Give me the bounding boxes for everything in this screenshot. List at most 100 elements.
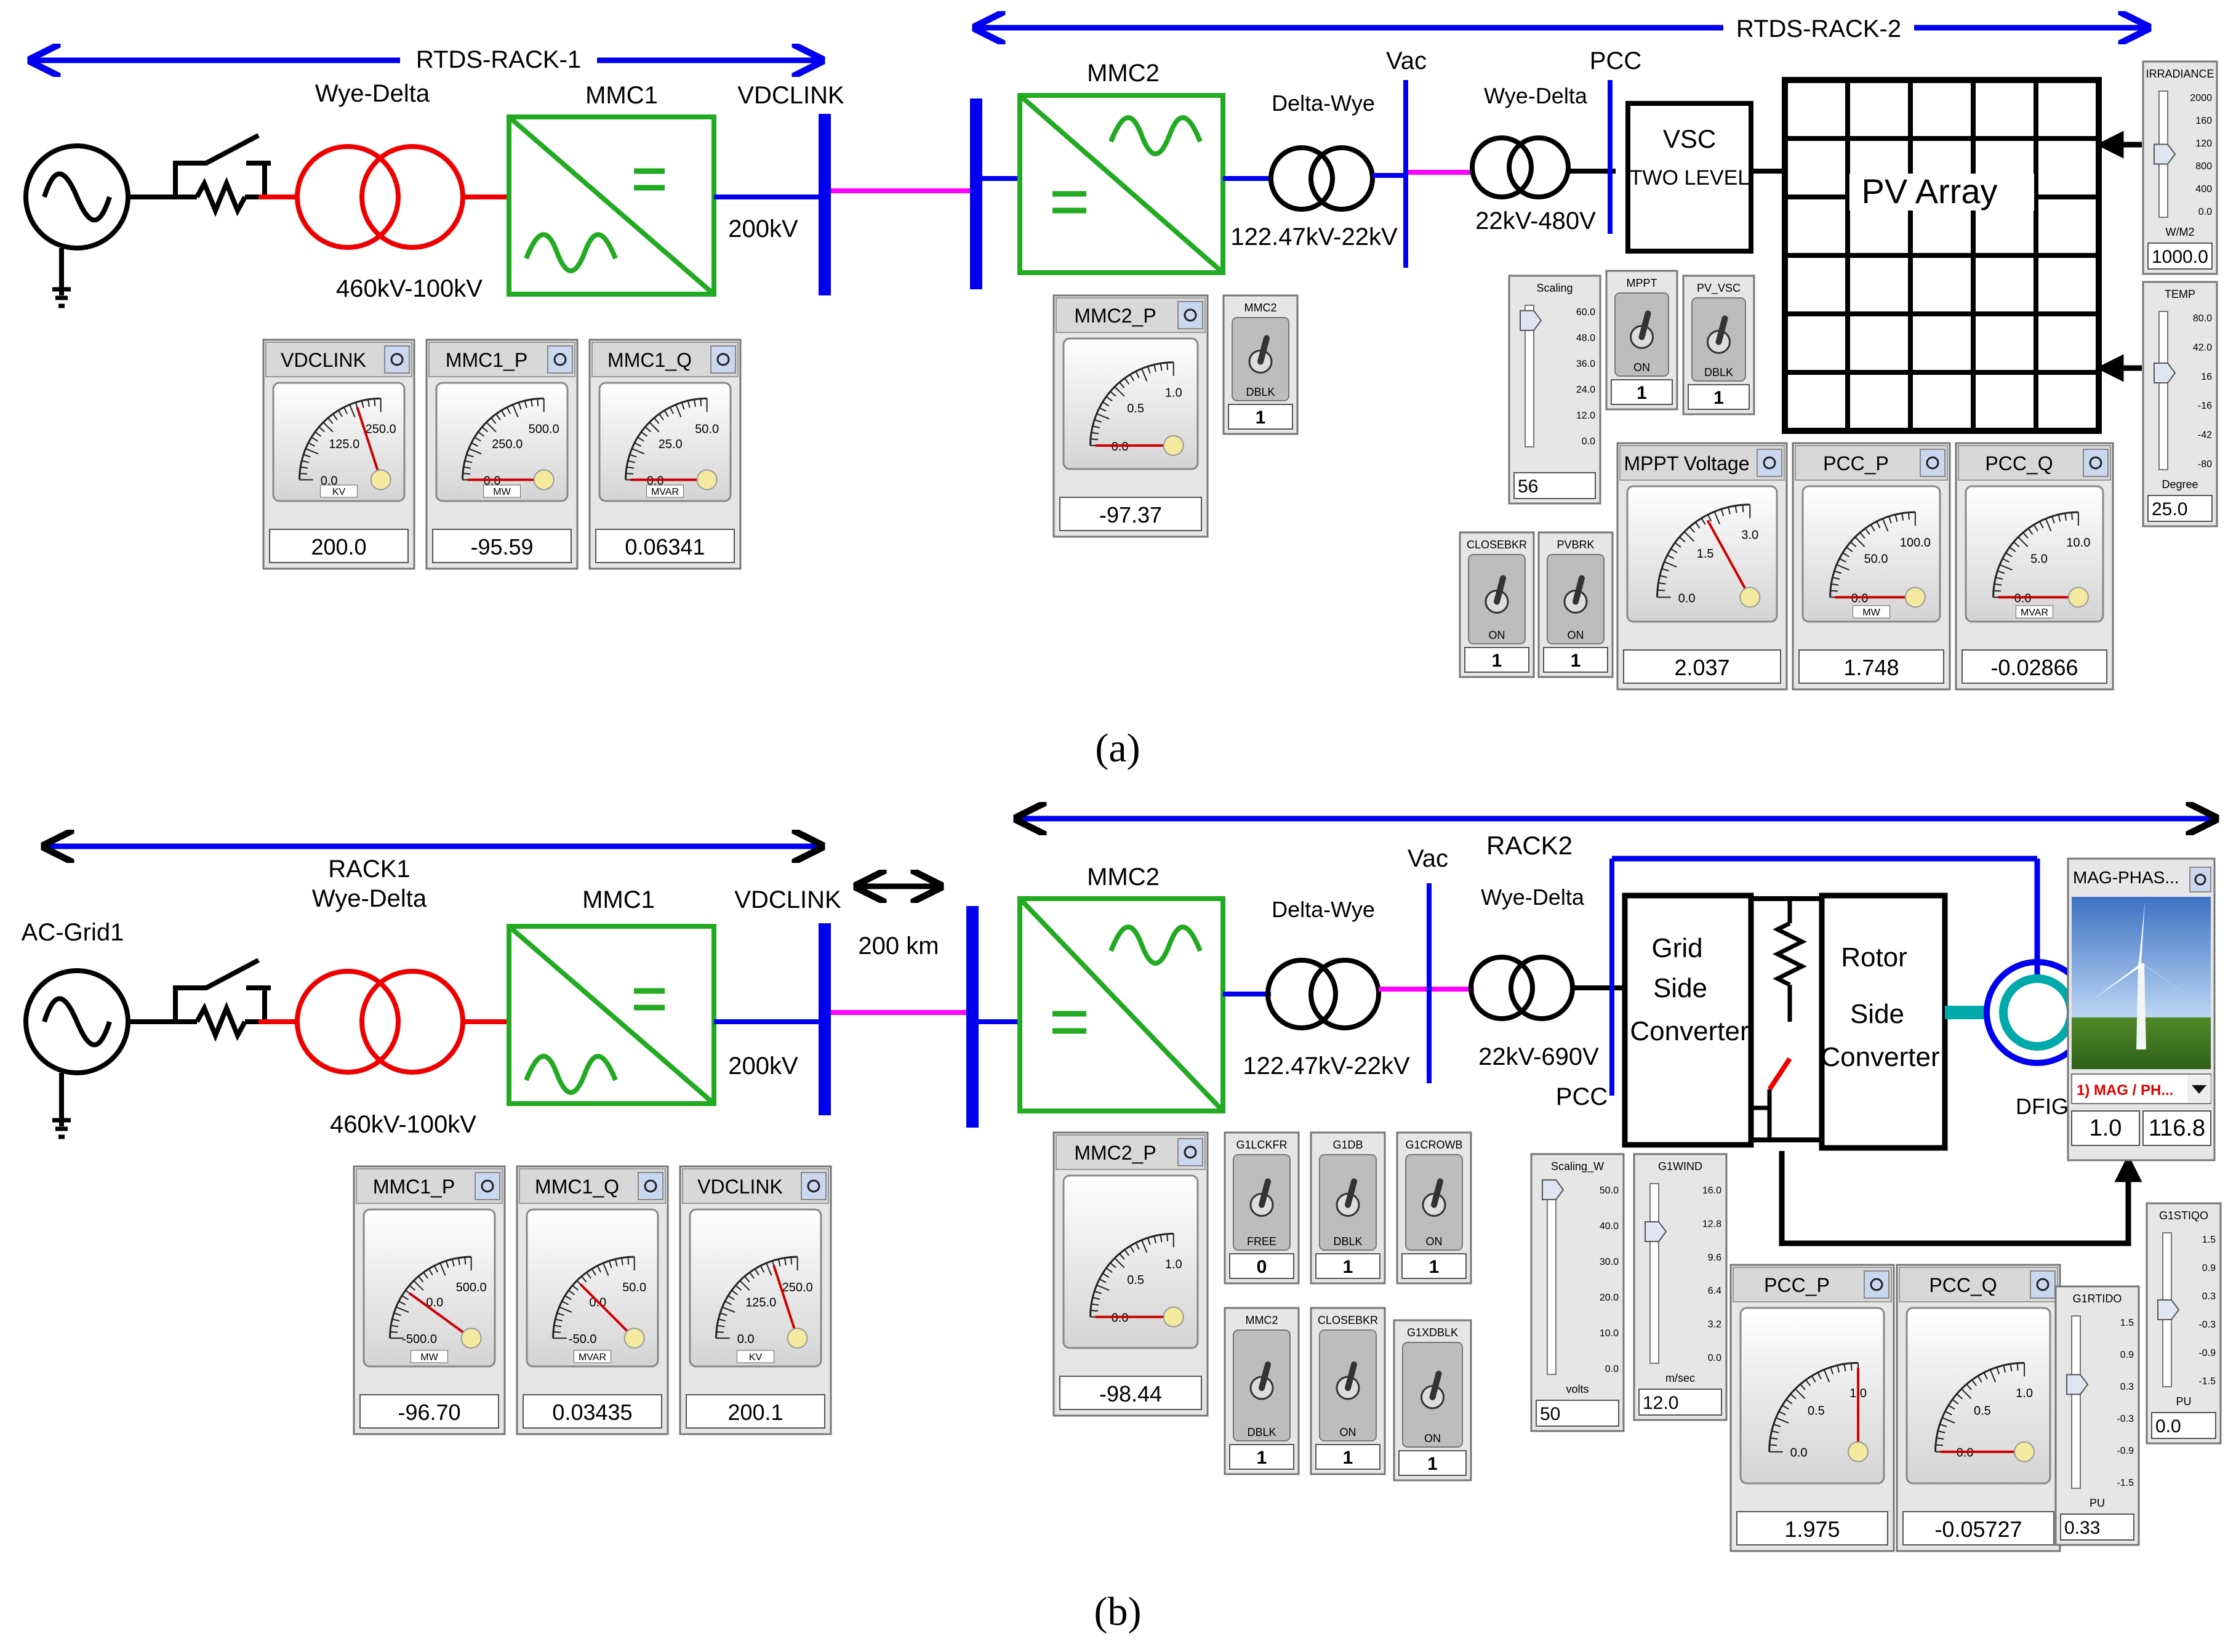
meter-widget[interactable]: MMC2_P0.00.51.0-98.44 xyxy=(1052,1131,1209,1417)
meter-tick-label: -50.0 xyxy=(569,1333,597,1346)
slider-track xyxy=(2158,311,2168,470)
meter-menu-button[interactable] xyxy=(1177,301,1203,329)
meter-tick xyxy=(1160,1234,1163,1243)
meter-tick xyxy=(1939,1424,1947,1427)
meter-tick xyxy=(1864,527,1870,535)
switch-lever[interactable] xyxy=(1573,575,1585,605)
switch-lever[interactable] xyxy=(1345,1178,1357,1208)
switch-lever[interactable] xyxy=(1431,1178,1443,1208)
mag-menu-button[interactable] xyxy=(2189,867,2211,892)
meter-tick xyxy=(1129,1245,1135,1253)
meter-value: 2.037 xyxy=(1674,655,1729,680)
slider-thumb[interactable] xyxy=(2157,1299,2180,1320)
menu-circle-icon xyxy=(644,1179,657,1193)
meter-menu-button[interactable] xyxy=(638,1172,663,1200)
meter-tick xyxy=(1830,1367,1834,1375)
meter-unit-box xyxy=(483,484,521,498)
meter-tick xyxy=(409,1285,416,1291)
slider-thumb[interactable] xyxy=(2066,1374,2089,1395)
meter-menu-button[interactable] xyxy=(1920,449,1945,477)
meter-menu-button[interactable] xyxy=(384,345,410,374)
switch-lever[interactable] xyxy=(1715,315,1728,345)
meter-menu-button[interactable] xyxy=(2030,1270,2056,1299)
switch-title: G1LCKFR xyxy=(1236,1139,1287,1151)
dfig: DFIG xyxy=(1779,959,2142,1246)
meter-menu-button[interactable] xyxy=(1177,1138,1203,1166)
meter-widget[interactable]: MMC2_P0.00.51.0-97.37 xyxy=(1052,294,1209,538)
meter-menu-button[interactable] xyxy=(475,1172,500,1200)
meter-tick xyxy=(1859,532,1865,539)
switch-lever[interactable] xyxy=(1259,1178,1271,1208)
slider-tick-label: 24.0 xyxy=(1576,385,1595,395)
meter-tick xyxy=(1966,1384,1972,1390)
meter-needle xyxy=(579,1283,636,1339)
switch-lever[interactable] xyxy=(1257,335,1270,365)
switch-lever[interactable] xyxy=(1259,1361,1271,1391)
slider-title: Scaling_W xyxy=(1551,1160,1604,1173)
slider-thumb[interactable] xyxy=(1520,310,1542,331)
switch-lever[interactable] xyxy=(1345,1361,1357,1391)
meter-tick xyxy=(1658,582,1666,585)
meter-menu-button[interactable] xyxy=(1757,449,1782,477)
meter-widget[interactable]: PCC_P0.00.51.01.975 xyxy=(1729,1264,1895,1552)
meter-widget[interactable]: PCC_Q0.00.51.0-0.05727 xyxy=(1896,1264,2061,1552)
meter-readout xyxy=(269,529,409,563)
switch-lever[interactable] xyxy=(1494,575,1506,605)
meter-menu-button[interactable] xyxy=(710,345,736,374)
tx1-rating: 460kV-100kV xyxy=(330,1111,476,1138)
meter-readout xyxy=(1059,1376,1202,1410)
dc-voltage: 200kV xyxy=(728,215,798,243)
meter-menu-button[interactable] xyxy=(1864,1270,1889,1299)
meter-tick xyxy=(1664,561,1677,568)
meter-tick xyxy=(1166,1233,1169,1241)
switch-lever[interactable] xyxy=(1638,310,1651,340)
meter-tick xyxy=(561,1301,569,1305)
slider-thumb[interactable] xyxy=(2154,143,2176,165)
meter-menu-button[interactable] xyxy=(801,1172,827,1200)
slider-thumb[interactable] xyxy=(1542,1179,1565,1200)
meter-tick xyxy=(465,460,473,463)
meter-unit-box xyxy=(1853,605,1890,619)
meter-menu-button[interactable] xyxy=(547,345,573,374)
meter-tick xyxy=(1153,364,1156,372)
meter-tick xyxy=(659,414,664,420)
meter-menu-button[interactable] xyxy=(2083,449,2109,477)
slider-tick-label: 40.0 xyxy=(1600,1221,1619,1232)
switch-state: ON xyxy=(1340,1426,1356,1438)
slider-thumb[interactable] xyxy=(2154,363,2176,384)
slider-tick-label: 800 xyxy=(2195,161,2212,172)
meter-tick xyxy=(506,407,511,414)
switch-lever[interactable] xyxy=(1429,1371,1442,1400)
meter-tick xyxy=(1689,526,1695,533)
rack1-label: RTDS-RACK-1 xyxy=(416,46,581,73)
slider-thumb[interactable] xyxy=(1645,1221,1667,1242)
